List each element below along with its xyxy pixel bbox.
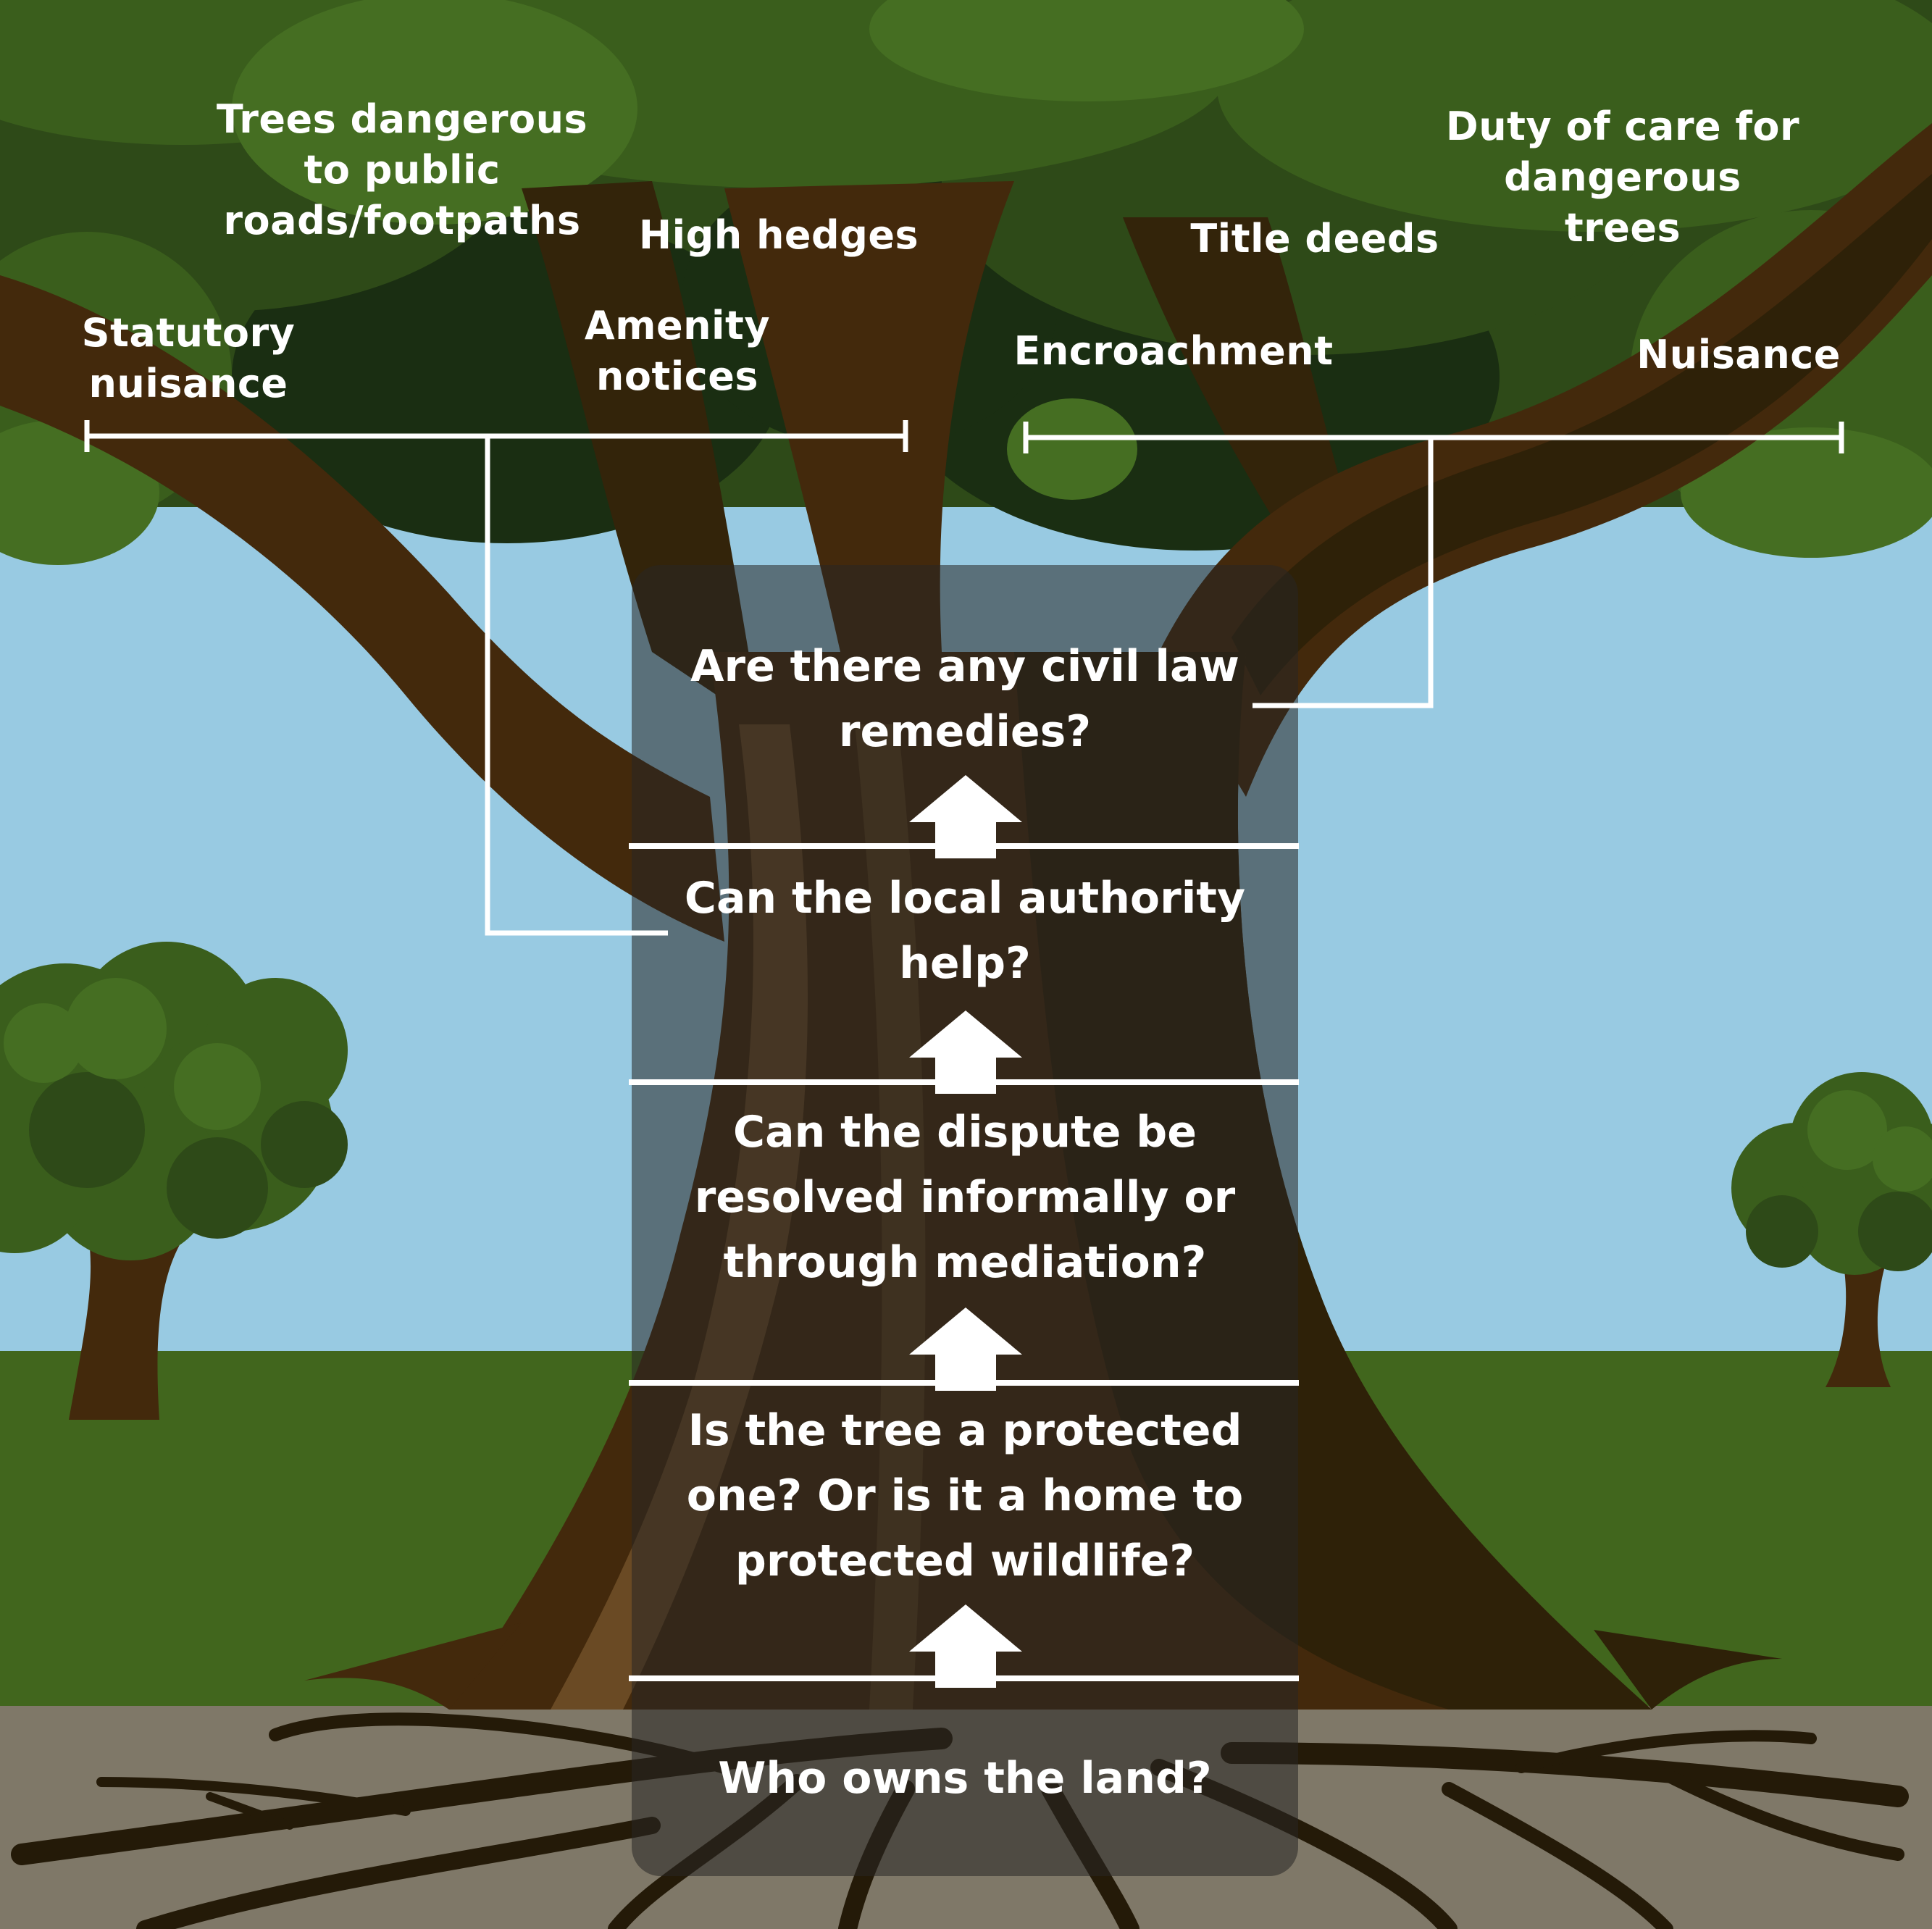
- up-arrow-icon: [909, 1604, 1022, 1688]
- label-encroachment: Encroachment: [1013, 328, 1334, 374]
- bracket-civil-law: [1023, 422, 1844, 708]
- label-title-deeds: Title deeds: [1190, 216, 1439, 261]
- up-arrow-icon: [909, 775, 1022, 858]
- step-civil-law-remedies: Are there any civil law remedies?: [690, 641, 1239, 757]
- up-arrow-icon: [909, 1010, 1022, 1094]
- label-statutory-nuisance: Statutory nuisance: [81, 310, 296, 407]
- step-informal-mediation: Can the dispute be resolved informally o…: [694, 1107, 1236, 1288]
- up-arrow-icon: [909, 1307, 1022, 1391]
- small-tree-right: [1731, 1072, 1932, 1387]
- step-protected-tree: Is the tree a protected one? Or is it a …: [686, 1405, 1244, 1586]
- step-local-authority: Can the local authority help?: [684, 873, 1246, 989]
- label-nuisance: Nuisance: [1636, 332, 1841, 377]
- small-tree-left: [0, 942, 348, 1420]
- label-duty-of-care: Duty of care for dangerous trees: [1445, 104, 1800, 251]
- label-trees-dangerous-roads: Trees dangerous to public roads/footpath…: [216, 96, 588, 244]
- label-amenity-notices: Amenity notices: [584, 303, 771, 400]
- bracket-local-authority: [84, 420, 908, 936]
- step-land-ownership: Who owns the land?: [718, 1753, 1212, 1804]
- label-high-hedges: High hedges: [638, 212, 919, 258]
